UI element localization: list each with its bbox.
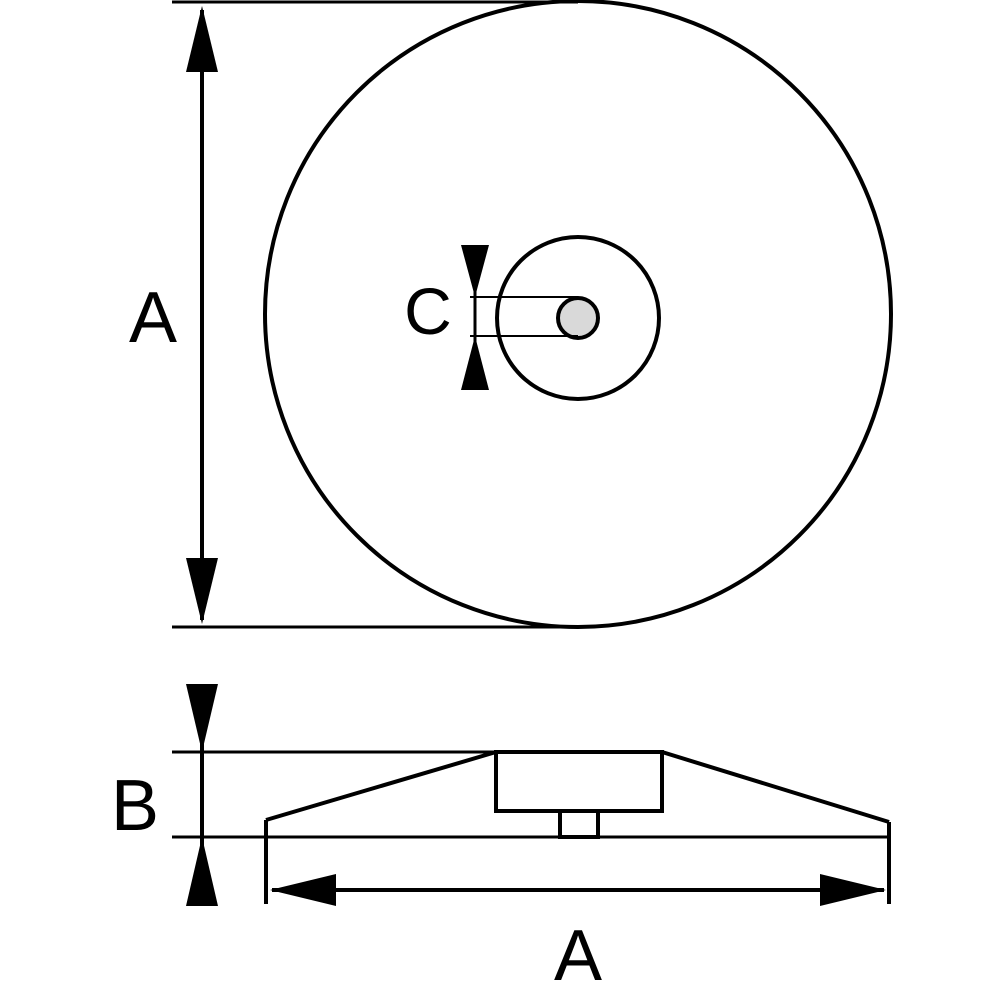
label-c: C (404, 274, 452, 348)
arrow-a-right (820, 874, 886, 906)
arrow-a-down (186, 558, 218, 624)
arrow-a-up (186, 6, 218, 72)
arrow-c-up (461, 336, 489, 390)
top-view (172, 0, 893, 629)
inner-boss (495, 235, 661, 401)
label-a-top: A (129, 278, 177, 358)
label-a-bottom: A (554, 916, 602, 996)
arrow-b-down (186, 684, 218, 752)
arrow-c-down (461, 245, 489, 297)
center-hole (556, 296, 600, 340)
arrow-b-up (186, 837, 218, 906)
boss-block (494, 750, 664, 813)
side-view (172, 684, 891, 906)
stud (558, 809, 600, 839)
side-view-arrows (186, 684, 886, 906)
arrow-a-left (270, 874, 336, 906)
label-b: B (111, 766, 159, 846)
top-view-arrows (186, 6, 489, 624)
